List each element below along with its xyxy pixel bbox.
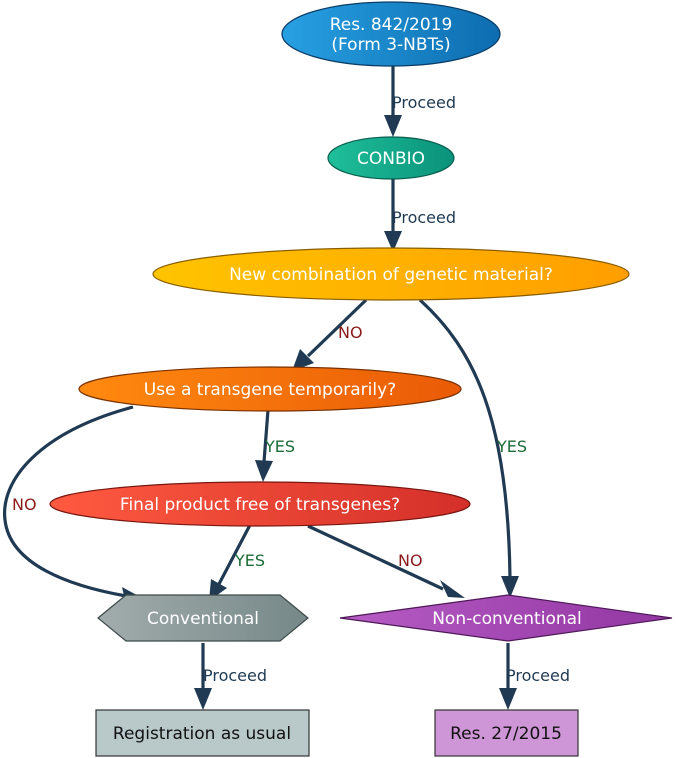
edge-label-proceed-non-conventional: Proceed bbox=[506, 666, 570, 685]
edge-labels: Proceed Proceed NO YES YES NO YES NO Pro… bbox=[12, 93, 570, 685]
node-conventional-label: Conventional bbox=[147, 609, 259, 629]
node-transgene-temporarily: Use a transgene temporarily? bbox=[78, 366, 462, 412]
node-res842-line1: Res. 842/2019 bbox=[330, 15, 453, 35]
arrowhead-res27 bbox=[499, 688, 517, 710]
node-new-combination-label: New combination of genetic material? bbox=[229, 265, 553, 285]
node-res27: Res. 27/2015 bbox=[434, 709, 579, 757]
edge-label-proceed-conventional: Proceed bbox=[203, 666, 267, 685]
node-transgene-temporarily-label: Use a transgene temporarily? bbox=[144, 380, 396, 400]
edge-label-yes-new-combination: YES bbox=[496, 437, 527, 456]
node-final-free-label: Final product free of transgenes? bbox=[120, 495, 400, 515]
arrowhead-transgene bbox=[292, 349, 314, 371]
edge-label-yes-transgene: YES bbox=[264, 437, 295, 456]
node-non-conventional: Non-conventional bbox=[339, 594, 673, 642]
node-non-conventional-label: Non-conventional bbox=[432, 609, 582, 629]
node-new-combination: New combination of genetic material? bbox=[152, 247, 630, 301]
node-res27-label: Res. 27/2015 bbox=[450, 724, 562, 744]
edge-new-combination-to-transgene bbox=[306, 298, 368, 358]
arrowhead-final-free bbox=[255, 460, 273, 482]
node-conventional: Conventional bbox=[97, 594, 309, 642]
node-registration: Registration as usual bbox=[95, 709, 310, 757]
edge-label-no-transgene: NO bbox=[12, 495, 37, 514]
node-res842-line2: (Form 3-NBTs) bbox=[331, 35, 450, 55]
edge-transgene-to-final-free bbox=[262, 409, 270, 463]
node-final-free: Final product free of transgenes? bbox=[49, 481, 471, 527]
edge-label-no-final-free: NO bbox=[398, 551, 423, 570]
node-registration-label: Registration as usual bbox=[113, 724, 291, 744]
edge-label-yes-final-free: YES bbox=[234, 551, 265, 570]
edge-label-proceed-2: Proceed bbox=[392, 208, 456, 227]
edge-new-combination-to-non-conventional bbox=[418, 298, 512, 579]
node-conbio: CONBIO bbox=[327, 136, 455, 180]
arrowhead-registration bbox=[194, 688, 212, 710]
nodes: Res. 842/2019 (Form 3-NBTs) CONBIO New c… bbox=[49, 1, 673, 757]
arrowhead-new-combination bbox=[384, 231, 402, 252]
edge-label-no-new-combination: NO bbox=[338, 323, 363, 342]
edge-transgene-to-conventional bbox=[3, 405, 134, 598]
edge-final-free-to-conventional bbox=[217, 524, 252, 585]
arrowhead-conbio bbox=[384, 115, 402, 137]
node-res842: Res. 842/2019 (Form 3-NBTs) bbox=[281, 1, 501, 67]
arrowhead-non-conventional-left bbox=[440, 580, 465, 598]
edge-label-proceed-1: Proceed bbox=[392, 93, 456, 112]
node-conbio-label: CONBIO bbox=[357, 149, 425, 169]
edge-final-free-to-non-conventional bbox=[307, 524, 444, 591]
arrowhead-non-conventional-top bbox=[501, 576, 519, 598]
